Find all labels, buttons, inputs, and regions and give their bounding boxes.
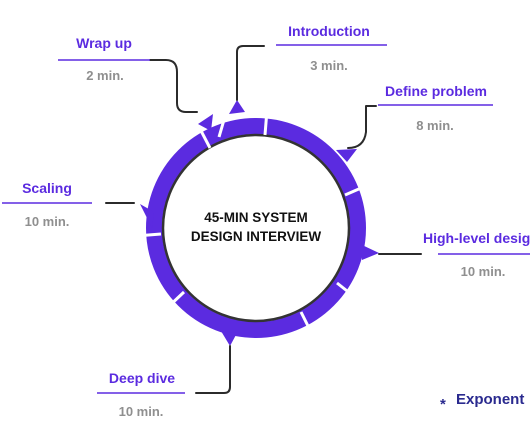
marker-wrap-up [198, 114, 213, 131]
marker-introduction [229, 100, 245, 114]
center-title-line-2: DESIGN INTERVIEW [191, 229, 322, 244]
segment-gap [135, 232, 162, 238]
center-title-line-1: 45-MIN SYSTEM [204, 210, 308, 225]
segment-gap [217, 112, 228, 138]
segment-gap [164, 290, 186, 311]
marker-deep-dive [221, 331, 237, 346]
stage-label-deep-dive: Deep dive [109, 370, 175, 386]
connector-introduction [236, 45, 265, 101]
exponent-wordmark: Exponent [456, 391, 524, 408]
ring-segment-gaps [135, 109, 369, 335]
stage-label-define-problem: Define problem [385, 83, 487, 99]
stage-duration-define-problem: 8 min. [416, 118, 454, 133]
stage-duration-deep-dive: 10 min. [119, 404, 164, 419]
marker-high-level-design [360, 244, 379, 260]
segment-gap [299, 311, 314, 335]
segment-gap [344, 183, 369, 197]
stage-label-introduction: Introduction [288, 23, 370, 39]
segment-gap [336, 281, 357, 300]
marker-define-problem [336, 149, 357, 162]
exponent-logo: * Exponent [440, 391, 524, 413]
stage-duration-scaling: 10 min. [25, 214, 70, 229]
connector-define-problem [347, 105, 377, 149]
stage-label-wrap-up: Wrap up [76, 35, 132, 51]
stage-label-high-level-design: High-level design [423, 230, 530, 246]
stage-duration-wrap-up: 2 min. [86, 68, 124, 83]
marker-scaling [140, 204, 154, 228]
ring-markers [140, 100, 379, 346]
stage-label-scaling: Scaling [22, 180, 72, 196]
outer-ring [146, 118, 366, 338]
stage-duration-introduction: 3 min. [310, 58, 348, 73]
exponent-star-icon: * [440, 396, 446, 413]
stage-duration-high-level-design: 10 min. [461, 264, 506, 279]
inner-ring [161, 133, 351, 323]
segment-gap [196, 124, 212, 149]
connector-deep-dive [195, 345, 231, 394]
connector-wrap-up [149, 59, 198, 113]
segment-gap [263, 109, 269, 136]
